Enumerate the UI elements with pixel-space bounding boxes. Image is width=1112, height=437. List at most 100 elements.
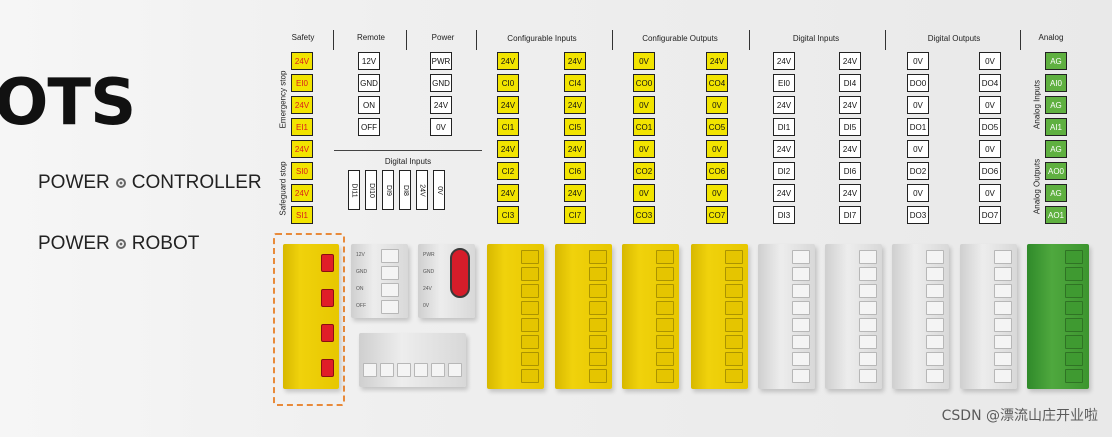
terminal-label: 24V — [839, 96, 861, 114]
terminal-label: GND — [358, 74, 380, 92]
terminal-label: 24V — [839, 184, 861, 202]
terminal-label: CO0 — [633, 74, 655, 92]
terminal-label: AI1 — [1045, 118, 1067, 136]
digital-inputs-small-connector — [359, 333, 466, 387]
terminal-label: 24V — [497, 140, 519, 158]
terminal-label: DO4 — [979, 74, 1001, 92]
terminal-label: AO0 — [1045, 162, 1067, 180]
terminal-label: CI3 — [497, 206, 519, 224]
group-header-power: Power — [431, 33, 455, 42]
terminal-label: DI6 — [839, 162, 861, 180]
terminal-label: CO4 — [706, 74, 728, 92]
co-terminal-labels-1: 0V CO0 0V CO1 0V CO2 0V CO3 — [633, 52, 655, 224]
terminal-label: SI1 — [291, 206, 313, 224]
terminal-label: DI7 — [839, 206, 861, 224]
terminal-label: DI8 — [399, 170, 411, 210]
terminal-label: 24V — [839, 140, 861, 158]
terminal-label: 24V — [773, 184, 795, 202]
safeguard-stop-label: Safeguard stop — [278, 161, 288, 216]
analog-terminal-labels: AG AI0 AG AI1 AG AO0 AG AO1 — [1045, 52, 1067, 224]
terminal-label: 24V — [773, 96, 795, 114]
power-connector-label: GND — [423, 269, 435, 275]
terminal-label: CI5 — [564, 118, 586, 136]
remote-terminal-labels: 12V GND ON OFF — [358, 52, 380, 136]
terminal-label: AG — [1045, 96, 1067, 114]
terminal-label: 24V — [497, 52, 519, 70]
terminal-label: DI9 — [382, 170, 394, 210]
header-divider — [333, 30, 334, 50]
terminal-label: 0V — [433, 170, 445, 210]
safety-highlight-box — [273, 233, 345, 406]
terminal-label: CI0 — [497, 74, 519, 92]
terminal-label: EI0 — [291, 74, 313, 92]
terminal-label: 24V — [773, 140, 795, 158]
power-controller-label: POWER CONTROLLER — [38, 172, 262, 194]
terminal-label: 24V — [291, 184, 313, 202]
configurable-outputs-connector-1 — [622, 244, 679, 389]
terminal-label: GND — [430, 74, 452, 92]
digital-inputs-small-title: Digital Inputs — [384, 157, 432, 166]
terminal-label: 24V — [291, 52, 313, 70]
terminal-label: CI7 — [564, 206, 586, 224]
analog-inputs-label: Analog Inputs — [1032, 80, 1042, 129]
analog-connector — [1027, 244, 1089, 389]
group-header-configurable-inputs: Configurable Inputs — [507, 34, 577, 43]
terminal-label: DI11 — [348, 170, 360, 210]
power-connector: PWR GND 24V 0V — [418, 244, 475, 318]
remote-connector-label: ON — [356, 286, 364, 292]
terminal-label: AG — [1045, 140, 1067, 158]
terminal-label: 12V — [358, 52, 380, 70]
terminal-label: 24V — [416, 170, 428, 210]
terminal-label: AO1 — [1045, 206, 1067, 224]
terminal-label: 24V — [291, 96, 313, 114]
terminal-label: 24V — [564, 140, 586, 158]
power-robot-right: ROBOT — [131, 233, 200, 254]
terminal-label: 0V — [907, 52, 929, 70]
terminal-label: CO2 — [633, 162, 655, 180]
di-terminal-labels-1: 24V EI0 24V DI1 24V DI2 24V DI3 — [773, 52, 795, 224]
terminal-label: 0V — [430, 118, 452, 136]
terminal-label: 0V — [979, 96, 1001, 114]
header-divider — [612, 30, 613, 50]
terminal-label: DO5 — [979, 118, 1001, 136]
configurable-inputs-connector-2 — [555, 244, 612, 389]
terminal-label: DO6 — [979, 162, 1001, 180]
power-connector-label: PWR — [423, 252, 435, 258]
power-terminal-labels: PWR GND 24V 0V — [430, 52, 452, 136]
terminal-label: 24V — [564, 52, 586, 70]
heading-fragment: OTS — [0, 66, 136, 140]
red-terminal-lever — [321, 359, 334, 377]
terminal-label: 0V — [907, 96, 929, 114]
di-terminal-labels-2: 24V DI4 24V DI5 24V DI6 24V DI7 — [839, 52, 861, 224]
remote-connector-label: GND — [356, 269, 368, 275]
terminal-label: DO1 — [907, 118, 929, 136]
digital-inputs-connector-1 — [758, 244, 815, 389]
power-robot-left: POWER — [38, 233, 110, 254]
terminal-label: CI2 — [497, 162, 519, 180]
digital-inputs-small-rule — [334, 150, 482, 151]
terminal-label: 24V — [564, 96, 586, 114]
terminal-label: 0V — [907, 140, 929, 158]
do-terminal-labels-2: 0V DO4 0V DO5 0V DO6 0V DO7 — [979, 52, 1001, 224]
co-terminal-labels-2: 24V CO4 0V CO5 0V CO6 0V CO7 — [706, 52, 728, 224]
terminal-label: AG — [1045, 184, 1067, 202]
power-connector-label: 24V — [423, 286, 432, 292]
terminal-label: 24V — [497, 184, 519, 202]
header-divider — [1020, 30, 1021, 50]
terminal-label: 0V — [633, 184, 655, 202]
terminal-label: 0V — [706, 96, 728, 114]
terminal-label: 0V — [979, 140, 1001, 158]
terminal-label: 24V — [497, 96, 519, 114]
terminal-label: EI1 — [291, 118, 313, 136]
group-header-configurable-outputs: Configurable Outputs — [642, 34, 718, 43]
terminal-label: CO1 — [633, 118, 655, 136]
do-terminal-labels-1: 0V DO0 0V DO1 0V DO2 0V DO3 — [907, 52, 929, 224]
header-divider — [749, 30, 750, 50]
red-terminal-lever — [321, 289, 334, 307]
terminal-label: CO7 — [706, 206, 728, 224]
terminal-label: DO0 — [907, 74, 929, 92]
terminal-label: 0V — [633, 52, 655, 70]
terminal-label: 0V — [979, 52, 1001, 70]
power-controller-left: POWER — [38, 172, 110, 193]
watermark: CSDN @漂流山庄开业啦 — [941, 408, 1098, 424]
